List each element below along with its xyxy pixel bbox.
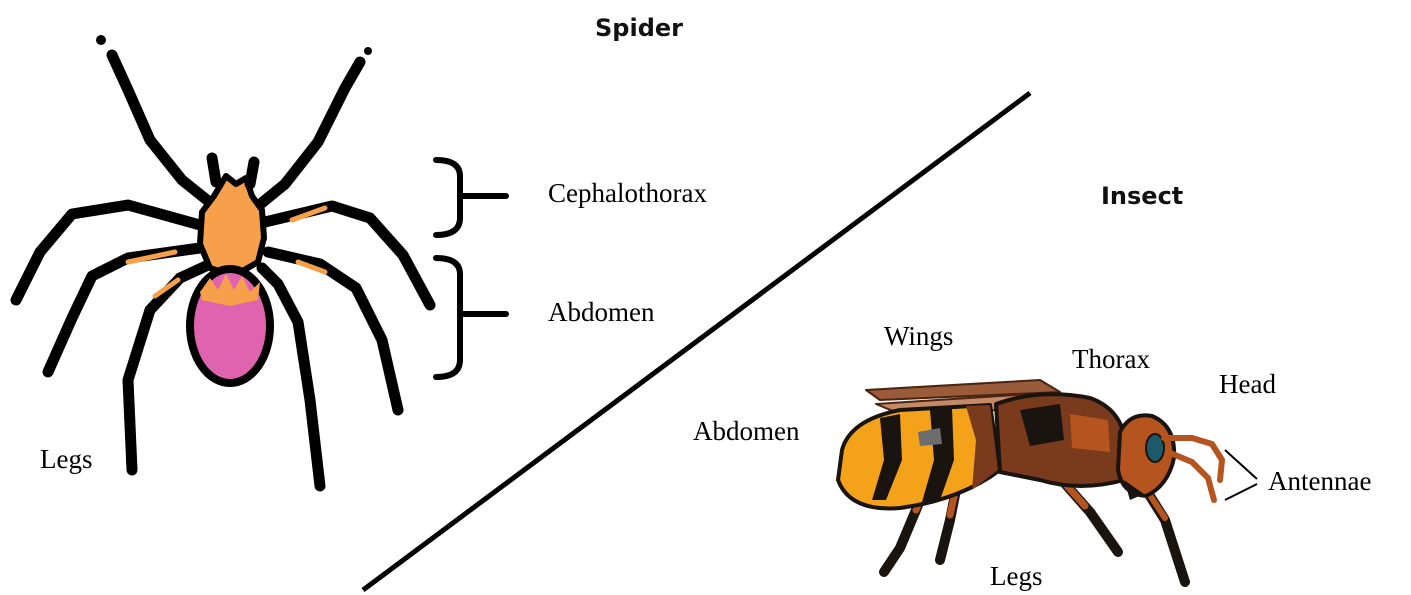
insect-label-legs: Legs: [990, 561, 1042, 591]
spider-leg: [268, 252, 398, 410]
spider-illustration: [16, 35, 430, 486]
insect-title: Insect: [1101, 182, 1183, 210]
spider-label-legs: Legs: [40, 444, 92, 474]
spider-leg: [48, 248, 200, 372]
spider-leg: [262, 268, 320, 486]
antennae-pointer: [1225, 484, 1257, 500]
insect-label-abdomen: Abdomen: [693, 416, 800, 446]
insect-thorax-shade: [1070, 414, 1110, 452]
insect-illustration: [838, 380, 1222, 582]
spider-chelicera: [250, 162, 254, 184]
spider-leg: [112, 55, 212, 204]
insect-label-antennae: Antennae: [1268, 466, 1371, 496]
spider-pedipalp-tip: [364, 47, 372, 55]
spider-pedipalp-tip: [96, 35, 106, 45]
spider-title: Spider: [595, 14, 683, 42]
spider-chelicera: [212, 158, 216, 182]
spider-leg: [258, 62, 360, 206]
spider-label-cephalothorax: Cephalothorax: [548, 178, 707, 208]
spider-cephalothorax: [200, 176, 264, 276]
spider-brackets: [436, 160, 506, 377]
insect-label-wings: Wings: [884, 321, 953, 351]
cephalothorax-bracket: [436, 160, 506, 235]
insect-label-head: Head: [1219, 369, 1276, 399]
antennae-pointers: [1225, 450, 1257, 500]
spider-label-abdomen: Abdomen: [548, 297, 655, 327]
antennae-pointer: [1225, 450, 1257, 479]
abdomen-bracket: [436, 258, 506, 377]
insect-label-thorax: Thorax: [1072, 344, 1150, 374]
